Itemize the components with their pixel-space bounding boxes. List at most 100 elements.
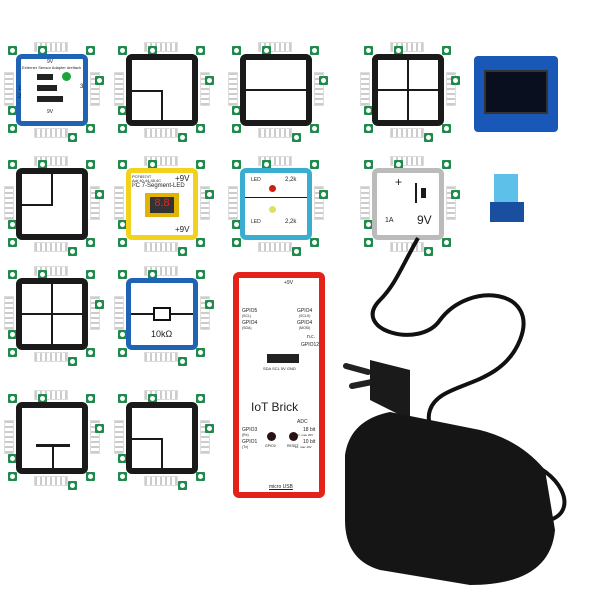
connector-bottom [144, 476, 178, 486]
connector-right [200, 420, 210, 454]
pin-sub: (SCL) [242, 314, 252, 318]
mounting-tab [8, 46, 17, 55]
mounting-tab [148, 46, 157, 55]
plug-head [370, 360, 410, 420]
connector-bottom [258, 242, 292, 252]
corner-brick [114, 42, 214, 142]
connector-right [90, 186, 100, 220]
brick-face [126, 402, 198, 474]
circuit-line [407, 60, 409, 120]
mounting-tab [310, 46, 319, 55]
mounting-tab [86, 394, 95, 403]
connector-left [360, 186, 370, 220]
voltage-label: 9V [417, 213, 432, 227]
connector-right [90, 420, 100, 454]
mounting-tab [86, 348, 95, 357]
voltage-label: 9V [47, 59, 54, 65]
mounting-tab [205, 424, 214, 433]
circuit-line [421, 188, 426, 198]
connector-top [258, 42, 292, 52]
connector-top [258, 156, 292, 166]
brick-face [372, 54, 444, 126]
circuit-line [246, 89, 306, 91]
mounting-tab [86, 124, 95, 133]
circuit-line [415, 183, 417, 203]
pin-sub: (SDA) [242, 326, 252, 330]
mounting-tab [205, 300, 214, 309]
mounting-tab [8, 106, 17, 115]
mounting-tab [8, 238, 17, 247]
connector-right [200, 296, 210, 330]
dual-led-brick: LED 2,2k LED 2,2k [228, 156, 328, 256]
button-label: GPIO0 [265, 444, 276, 448]
brick-face: 10kΩ [126, 278, 198, 350]
mounting-tab [310, 238, 319, 247]
mounting-tab [95, 190, 104, 199]
mounting-tab [68, 481, 77, 490]
circuit-line [161, 90, 163, 120]
mounting-tab [8, 270, 17, 279]
button-label: RESET [287, 444, 299, 448]
connector-bottom [34, 352, 68, 362]
connector-right [90, 72, 100, 106]
mounting-tab [86, 472, 95, 481]
mounting-tab [232, 238, 241, 247]
mounting-tab [86, 160, 95, 169]
circuit-line [22, 204, 52, 206]
circuit-line [22, 313, 82, 315]
connector-bottom [390, 128, 424, 138]
mounting-tab [196, 348, 205, 357]
connector-right [446, 186, 456, 220]
mounting-tab [196, 472, 205, 481]
mounting-tab [8, 220, 17, 229]
connector-left [114, 420, 124, 454]
mounting-tab [68, 247, 77, 256]
mounting-tab [148, 160, 157, 169]
mounting-tab [118, 106, 127, 115]
mounting-tab [178, 133, 187, 142]
mounting-tab [364, 160, 373, 169]
mounting-tab [196, 270, 205, 279]
pin-label: GPIO5 [242, 308, 258, 314]
led-yellow [269, 206, 276, 213]
mounting-tab [8, 160, 17, 169]
circuit-line [51, 174, 53, 206]
connector-top [390, 156, 424, 166]
brick-face [16, 278, 88, 350]
corner-brick [114, 390, 214, 490]
mounting-tab [8, 454, 17, 463]
connector-top [34, 42, 68, 52]
pin-sub: (Tx) [242, 445, 249, 449]
mounting-tab [364, 46, 373, 55]
potentiometer-brick: 10kΩ [114, 266, 214, 366]
mounting-tab [8, 124, 17, 133]
reset-button[interactable] [289, 432, 298, 441]
connector-top [144, 390, 178, 400]
brick-face [16, 402, 88, 474]
connector-right [200, 186, 210, 220]
connector-left [228, 72, 238, 106]
mounting-tab [232, 220, 241, 229]
mounting-tab [292, 133, 301, 142]
gpio0-button[interactable] [267, 432, 276, 441]
circuit-line [245, 197, 307, 198]
connector-left [4, 72, 14, 106]
mounting-tab [442, 124, 451, 133]
led-green [62, 72, 71, 81]
mounting-tab [118, 454, 127, 463]
led-red [269, 185, 276, 192]
connector-top [144, 266, 178, 276]
connector-bottom [34, 128, 68, 138]
brick-face: LED 2,2k LED 2,2k [240, 168, 312, 240]
header-5pin [37, 96, 63, 102]
mounting-tab [118, 270, 127, 279]
bit-label: 18 bit [303, 427, 316, 433]
mounting-tab [8, 330, 17, 339]
led-label: LED [251, 177, 261, 183]
mounting-tab [118, 472, 127, 481]
mounting-tab [262, 160, 271, 169]
mounting-tab [118, 160, 127, 169]
mounting-tab [310, 160, 319, 169]
pin-label: 3 [80, 84, 84, 90]
mounting-tab [424, 247, 433, 256]
